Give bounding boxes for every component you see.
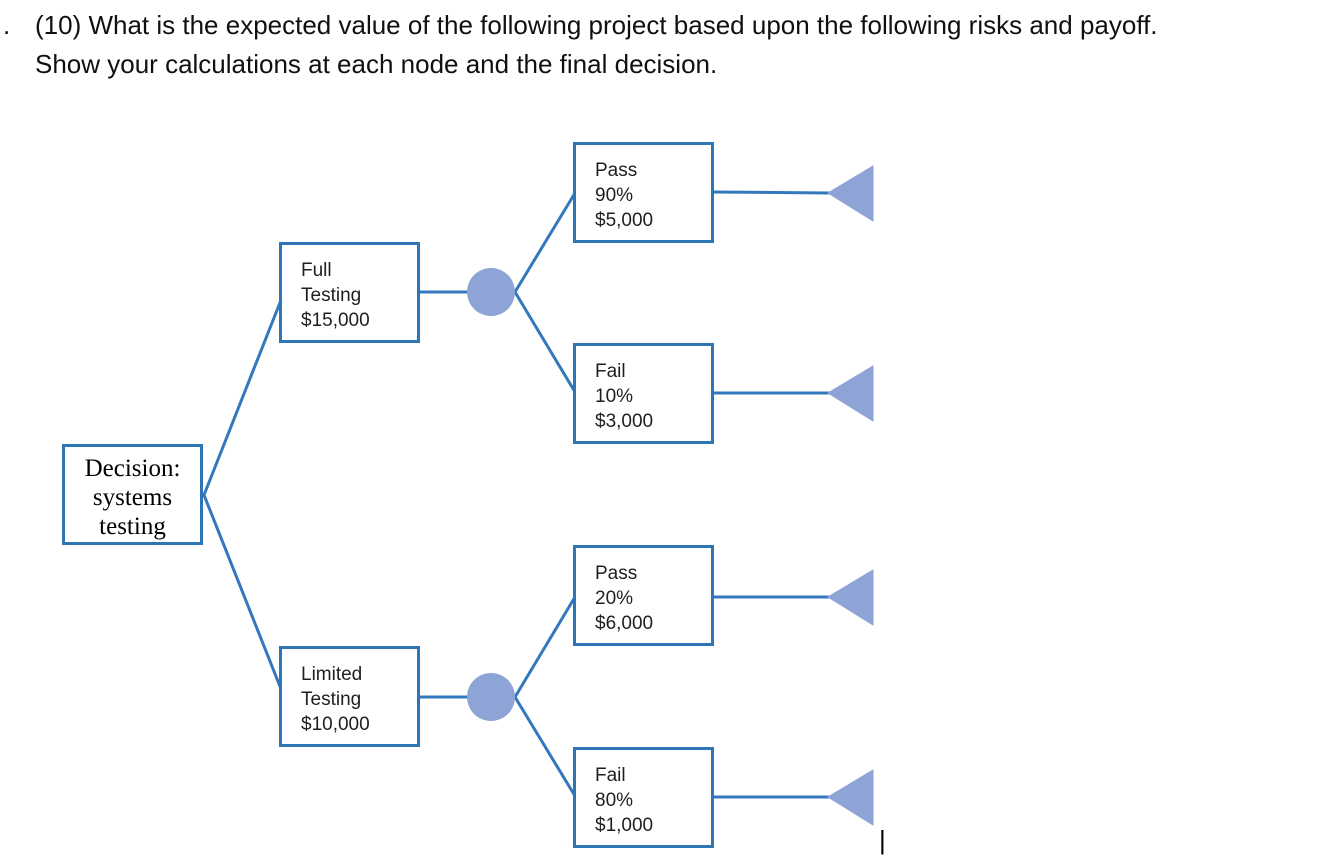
edge-chance2-to-pass: [513, 595, 577, 699]
option-label: Full: [301, 260, 332, 281]
outcome-payoff: $1,000: [595, 815, 654, 836]
question-line-1-text: (10) What is the expected value of the f…: [35, 10, 1158, 40]
outcome-payoff: $6,000: [595, 613, 654, 634]
outcome-probability: 10%: [595, 386, 634, 407]
outcome-box-limited-fail: Fail 80% $1,000: [573, 747, 714, 848]
end-node-fail1-icon: [827, 365, 874, 422]
outcome-box-full-pass: Pass 90% $5,000: [573, 142, 714, 243]
outcome-result: Fail: [595, 765, 626, 786]
decision-line: systems: [92, 484, 173, 511]
option-label: Testing: [301, 285, 362, 306]
chance-node-limited-icon: [467, 673, 515, 721]
chance-node-full-icon: [467, 268, 515, 316]
edge-pass1-to-end: [710, 190, 832, 195]
option-label: Limited: [301, 664, 363, 685]
limited-testing-box: Limited Testing $10,000: [279, 646, 420, 747]
edge-chance1-to-pass: [513, 191, 577, 294]
outcome-payoff: $5,000: [595, 210, 654, 231]
option-cost: $10,000: [301, 714, 370, 735]
edge-decision-to-limited: [202, 493, 285, 696]
outcome-result: Pass: [595, 563, 638, 584]
edge-chance1-to-fail: [513, 290, 577, 394]
outcome-payoff: $3,000: [595, 411, 654, 432]
text-cursor: |: [879, 825, 886, 855]
outcome-probability: 80%: [595, 790, 634, 811]
outcome-probability: 20%: [595, 588, 634, 609]
edge-decision-to-full: [202, 293, 285, 497]
option-label: Testing: [301, 689, 362, 710]
end-node-pass1-icon: [827, 165, 874, 222]
outcome-box-full-fail: Fail 10% $3,000: [573, 343, 714, 444]
end-node-fail2-icon: [827, 769, 874, 826]
outcome-result: Fail: [595, 361, 626, 382]
question-line-2: Show your calculations at each node and …: [35, 49, 718, 79]
question-text: . (10) What is the expected value of the …: [3, 6, 1158, 84]
decision-line: Decision:: [84, 455, 181, 482]
outcome-result: Pass: [595, 160, 638, 181]
question-line-1: . (10) What is the expected value of the …: [3, 6, 1158, 45]
end-node-pass2-icon: [827, 569, 874, 626]
list-marker: .: [3, 10, 11, 40]
option-cost: $15,000: [301, 310, 370, 331]
outcome-box-limited-pass: Pass 20% $6,000: [573, 545, 714, 646]
full-testing-box: Full Testing $15,000: [279, 242, 420, 343]
outcome-probability: 90%: [595, 185, 634, 206]
decision-node-box: Decision: systems testing: [62, 444, 203, 545]
decision-line: testing: [99, 513, 166, 540]
edge-chance2-to-fail: [513, 695, 577, 798]
